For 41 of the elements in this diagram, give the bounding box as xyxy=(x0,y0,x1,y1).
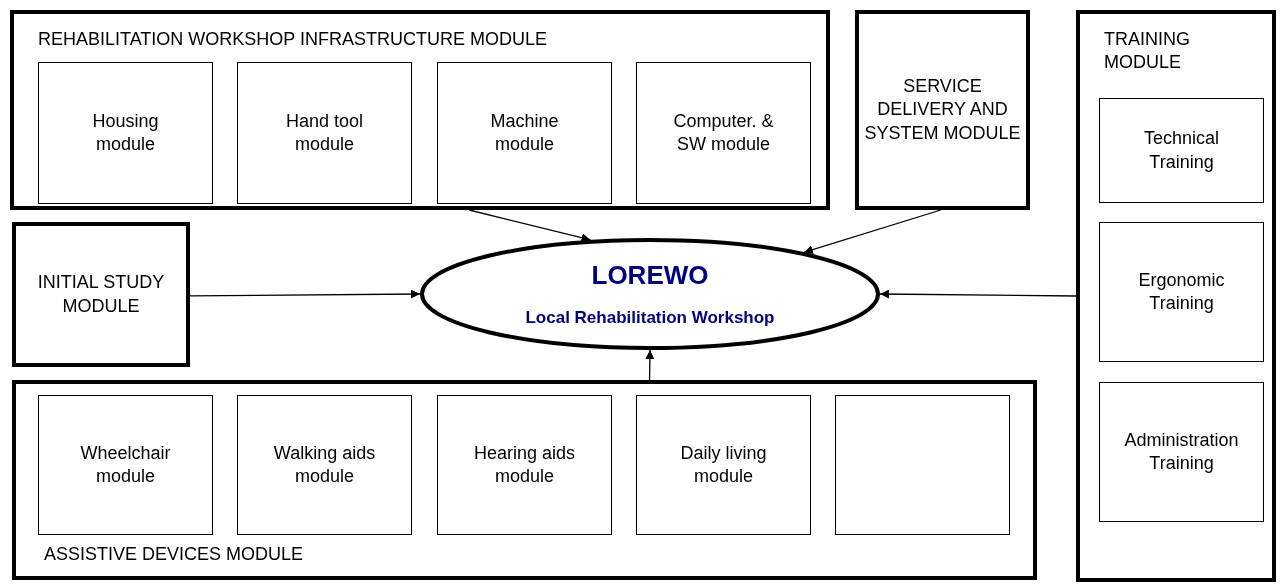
arrow xyxy=(879,289,1077,299)
module-label: Housing module xyxy=(91,109,160,156)
module-box xyxy=(38,395,213,535)
module-label: Computer. & SW module xyxy=(672,109,775,156)
arrow xyxy=(468,209,592,243)
module-label: Ergonomic Training xyxy=(1137,268,1226,315)
ellipse-node xyxy=(420,238,880,350)
title-text: LOREWO xyxy=(591,259,709,293)
module-box xyxy=(1099,382,1264,522)
module-label: Hearing aids module xyxy=(472,441,577,488)
module-label: SERVICE DELIVERY AND SYSTEM MODULE xyxy=(863,74,1022,145)
module-box xyxy=(237,62,412,204)
module-box xyxy=(636,395,811,535)
module-label: Hand tool module xyxy=(284,109,365,156)
module-label: Daily living module xyxy=(679,441,768,488)
module-label: INITIAL STUDY MODULE xyxy=(36,271,166,318)
arrow xyxy=(803,209,942,254)
module-label: Machine module xyxy=(489,109,560,156)
module-box xyxy=(12,222,190,367)
module-label: Technical Training xyxy=(1142,127,1220,174)
group-heading: TRAINING MODULE xyxy=(1104,28,1191,75)
module-label: Walking aids module xyxy=(272,441,377,488)
arrow xyxy=(189,289,421,299)
module-group-box xyxy=(12,380,1037,580)
module-box xyxy=(237,395,412,535)
module-box xyxy=(437,62,612,204)
module-group-box xyxy=(1076,10,1276,582)
subtitle-text: Local Rehabilitation Workshop xyxy=(525,306,775,329)
module-label: Wheelchair module xyxy=(79,441,172,488)
arrow xyxy=(645,349,655,381)
group-heading: REHABILITATION WORKSHOP INFRASTRUCTURE MODULE xyxy=(38,28,548,51)
module-box xyxy=(38,62,213,204)
module-box xyxy=(855,10,1030,210)
module-label: Administration Training xyxy=(1124,428,1239,475)
module-box xyxy=(1099,98,1264,203)
module-box xyxy=(437,395,612,535)
group-heading: ASSISTIVE DEVICES MODULE xyxy=(44,542,304,566)
empty-box xyxy=(835,395,1010,535)
module-group-box xyxy=(10,10,830,210)
module-box xyxy=(1099,222,1264,362)
module-box xyxy=(636,62,811,204)
